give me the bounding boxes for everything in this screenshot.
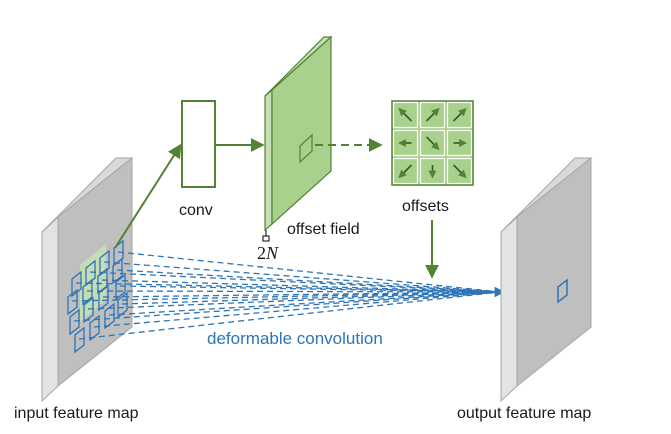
offset-field-side <box>264 88 273 232</box>
sampling-line <box>117 251 501 293</box>
sampling-line <box>73 291 501 322</box>
input-map-side <box>41 215 59 403</box>
sampling-line <box>86 290 501 293</box>
arrow-up-right-icon <box>452 107 467 122</box>
offset-cell <box>419 129 446 157</box>
sampling-box <box>117 291 128 319</box>
conv-label: conv <box>179 202 213 219</box>
sampling-line <box>87 291 501 310</box>
offsets-grid <box>391 100 474 186</box>
arrow-down-left-icon <box>398 164 413 179</box>
offset-field-label: offset field <box>287 221 360 238</box>
sampling-line <box>71 291 501 302</box>
conv-box <box>181 100 216 188</box>
arrow-up-left-icon <box>398 107 413 122</box>
offsets-label: offsets <box>402 198 449 215</box>
output-feature-map <box>500 156 593 403</box>
sampling-box <box>83 296 94 324</box>
sampling-line <box>102 291 501 298</box>
arrow-down-right-icon <box>425 136 440 151</box>
sampling-box <box>98 284 109 312</box>
sampling-line <box>75 282 501 293</box>
input-to-conv-arrow <box>114 143 182 249</box>
sampling-box <box>74 326 85 354</box>
depth-2-text: 2 <box>257 243 266 263</box>
sampling-line <box>78 291 501 340</box>
sampling-line <box>119 285 501 293</box>
depth-n-text: N <box>265 243 279 263</box>
sampling-box <box>82 278 93 306</box>
sampling-box <box>104 302 115 330</box>
sampling-line <box>93 291 501 328</box>
output-map-face <box>516 156 592 388</box>
offset-field <box>264 35 333 232</box>
arrow-down-right-icon <box>452 164 467 179</box>
sampling-line <box>121 291 501 305</box>
offset-cell <box>446 101 473 129</box>
sampling-line <box>108 291 501 316</box>
deformable-convolution-label: deformable convolution <box>207 329 383 348</box>
arrow-up-right-icon <box>425 107 440 122</box>
sampling-box <box>89 314 100 342</box>
sampling-box <box>85 259 96 287</box>
depth-2n-label: 2N <box>257 243 279 263</box>
sampling-box <box>99 249 110 277</box>
sampling-box <box>71 270 82 298</box>
output-feature-map-label: output feature map <box>457 405 591 422</box>
output-map-side <box>500 215 518 403</box>
sampling-box <box>113 239 124 267</box>
sampling-locations <box>67 239 128 354</box>
sampling-box <box>67 288 78 316</box>
deformable-sampling-lines <box>71 251 506 340</box>
depth-2n-marker: 2N <box>257 230 279 263</box>
sampling-box <box>115 273 126 301</box>
sampling-box <box>112 257 123 285</box>
offset-cells <box>392 101 473 185</box>
sampling-box <box>69 308 80 336</box>
sampling-region <box>67 239 128 354</box>
sampling-line <box>103 261 501 293</box>
sampling-line <box>101 279 501 293</box>
offset-field-face <box>271 35 332 226</box>
offset-field-cell <box>299 133 313 164</box>
depth-tick <box>262 235 270 242</box>
sampling-line <box>116 269 501 293</box>
input-feature-map-label: input feature map <box>14 405 139 422</box>
output-cell <box>557 278 568 304</box>
